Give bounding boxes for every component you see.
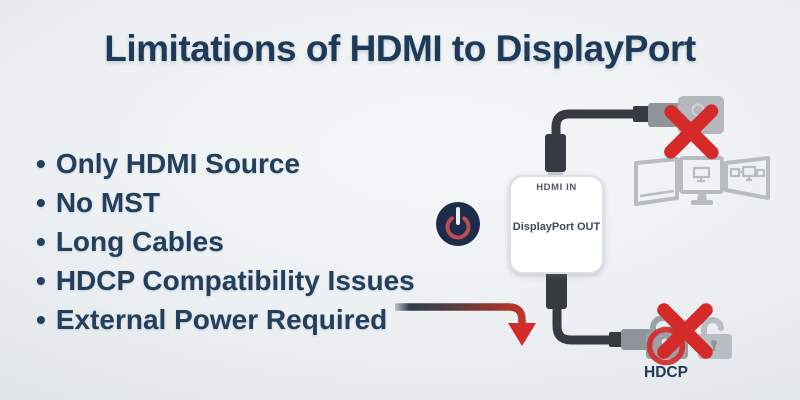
bullet-icon: • (36, 226, 46, 257)
list-item-label: External Power Required (55, 304, 388, 335)
adapter-box (509, 175, 604, 274)
multi-monitor-icon (634, 156, 770, 206)
list-item: • Only HDMI Source (36, 144, 415, 183)
list-item-label: Only HDMI Source (55, 148, 301, 179)
adapter-input-label: HDMI IN (536, 182, 577, 193)
list-item: • HDCP Compatibility Issues (36, 261, 415, 300)
power-icon (436, 202, 480, 246)
hdmi-source-cable (545, 103, 680, 176)
displayport-cable (546, 266, 651, 350)
cross-icon-bottom (657, 303, 713, 359)
list-item-label: Long Cables (55, 226, 224, 257)
list-item-label: No MST (55, 187, 161, 218)
bullet-icon: • (36, 304, 46, 335)
bullet-icon: • (36, 187, 46, 218)
list-item: • External Power Required (36, 300, 415, 339)
external-power-arrow-icon (395, 303, 536, 346)
adapter-output-label: DisplayPort OUT (512, 221, 601, 233)
hdcp-label: HDCP (644, 364, 688, 381)
cross-icon-top (664, 104, 719, 160)
limitations-list: • Only HDMI Source • No MST • Long Cables •… (36, 144, 415, 339)
list-item: • No MST (36, 183, 415, 222)
page-title: Limitations of HDMI to DisplayPort (104, 28, 696, 69)
bullet-icon: • (36, 265, 46, 296)
list-item-label: HDCP Compatibility Issues (55, 265, 415, 296)
bullet-icon: • (36, 148, 46, 179)
list-item: • Long Cables (36, 222, 415, 261)
